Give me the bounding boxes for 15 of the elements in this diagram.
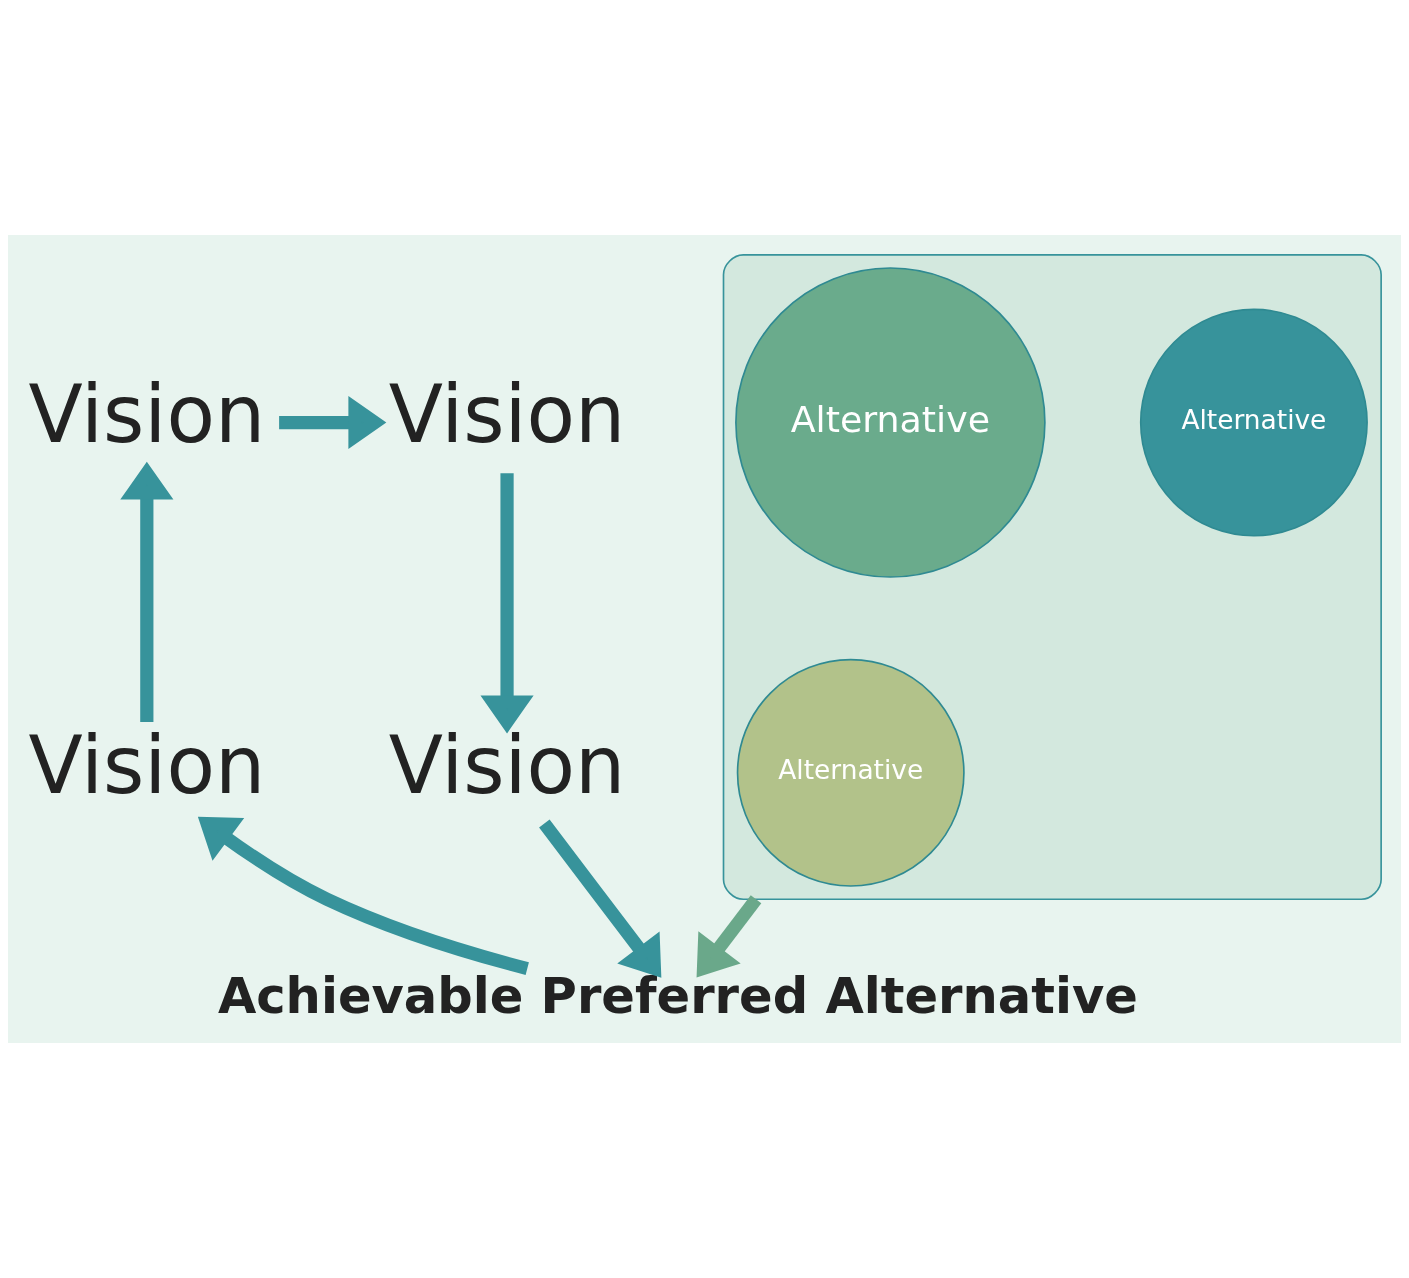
arrow — [197, 816, 529, 975]
arrow — [696, 895, 762, 978]
arrow — [480, 473, 534, 734]
node-circle: Alternative — [736, 658, 965, 887]
node-circle: Alternative — [735, 267, 1046, 578]
node-text: Vision — [388, 368, 626, 462]
node-circle: Alternative — [1139, 308, 1368, 537]
arrow — [120, 461, 174, 722]
arrow — [279, 395, 387, 450]
node-text: Vision — [28, 718, 266, 812]
node-text: Vision — [28, 368, 266, 462]
cluster — [722, 254, 1382, 901]
node-text: Vision — [388, 718, 626, 812]
arrow — [539, 819, 662, 978]
node-text: Achievable Preferred Alternative — [217, 967, 1138, 1026]
